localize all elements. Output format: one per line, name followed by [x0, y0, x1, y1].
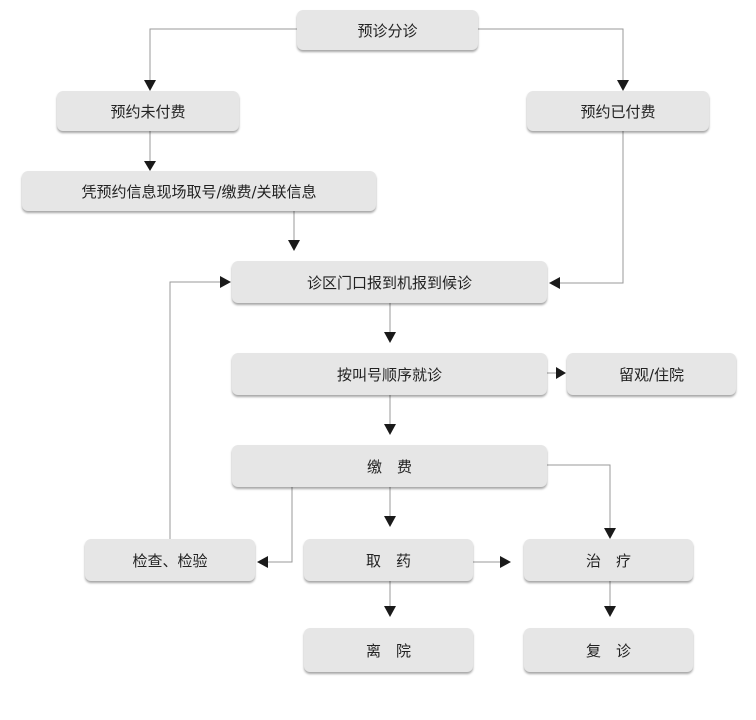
- arrowhead-voucher-checkin: [288, 240, 300, 251]
- arrowhead-voucher: [144, 161, 156, 171]
- node-treat: 治 疗: [524, 539, 693, 581]
- arrowhead-medicine: [384, 516, 396, 527]
- arrowhead-unpaid: [144, 80, 156, 91]
- edge-triage-unpaid: [149, 28, 297, 80]
- arrowhead-followup: [604, 606, 616, 617]
- node-checkin: 诊区门口报到机报到候诊: [232, 261, 547, 303]
- edge-pay-exam: [268, 487, 293, 563]
- arrowhead-discharge: [384, 606, 396, 617]
- arrowhead-pay: [384, 424, 396, 435]
- arrowhead-exam-checkin: [220, 276, 231, 288]
- arrowhead-observe: [556, 367, 566, 379]
- edge-exam-checkin: [169, 281, 220, 539]
- node-call: 按叫号顺序就诊: [232, 353, 547, 395]
- arrowhead-exam: [257, 556, 268, 568]
- arrowhead-paid: [617, 80, 629, 91]
- node-paid: 预约已付费: [527, 91, 709, 131]
- arrowhead-medicine-treat: [500, 556, 511, 568]
- node-medicine: 取 药: [304, 539, 473, 581]
- node-triage: 预诊分诊: [297, 10, 478, 50]
- edge-triage-paid: [478, 28, 624, 80]
- node-followup: 复 诊: [524, 628, 693, 672]
- node-observe: 留观/住院: [567, 353, 736, 395]
- edge-paid-checkin: [560, 131, 624, 284]
- arrowhead-paid-checkin: [549, 277, 560, 289]
- node-exam: 检查、检验: [85, 539, 255, 581]
- node-unpaid: 预约未付费: [57, 91, 239, 131]
- edge-pay-treat: [547, 464, 611, 528]
- node-pay: 缴 费: [232, 445, 547, 487]
- node-voucher: 凭预约信息现场取号/缴费/关联信息: [22, 171, 376, 211]
- node-discharge: 离 院: [304, 628, 473, 672]
- arrowhead-call: [384, 332, 396, 343]
- arrowhead-treat: [604, 528, 616, 539]
